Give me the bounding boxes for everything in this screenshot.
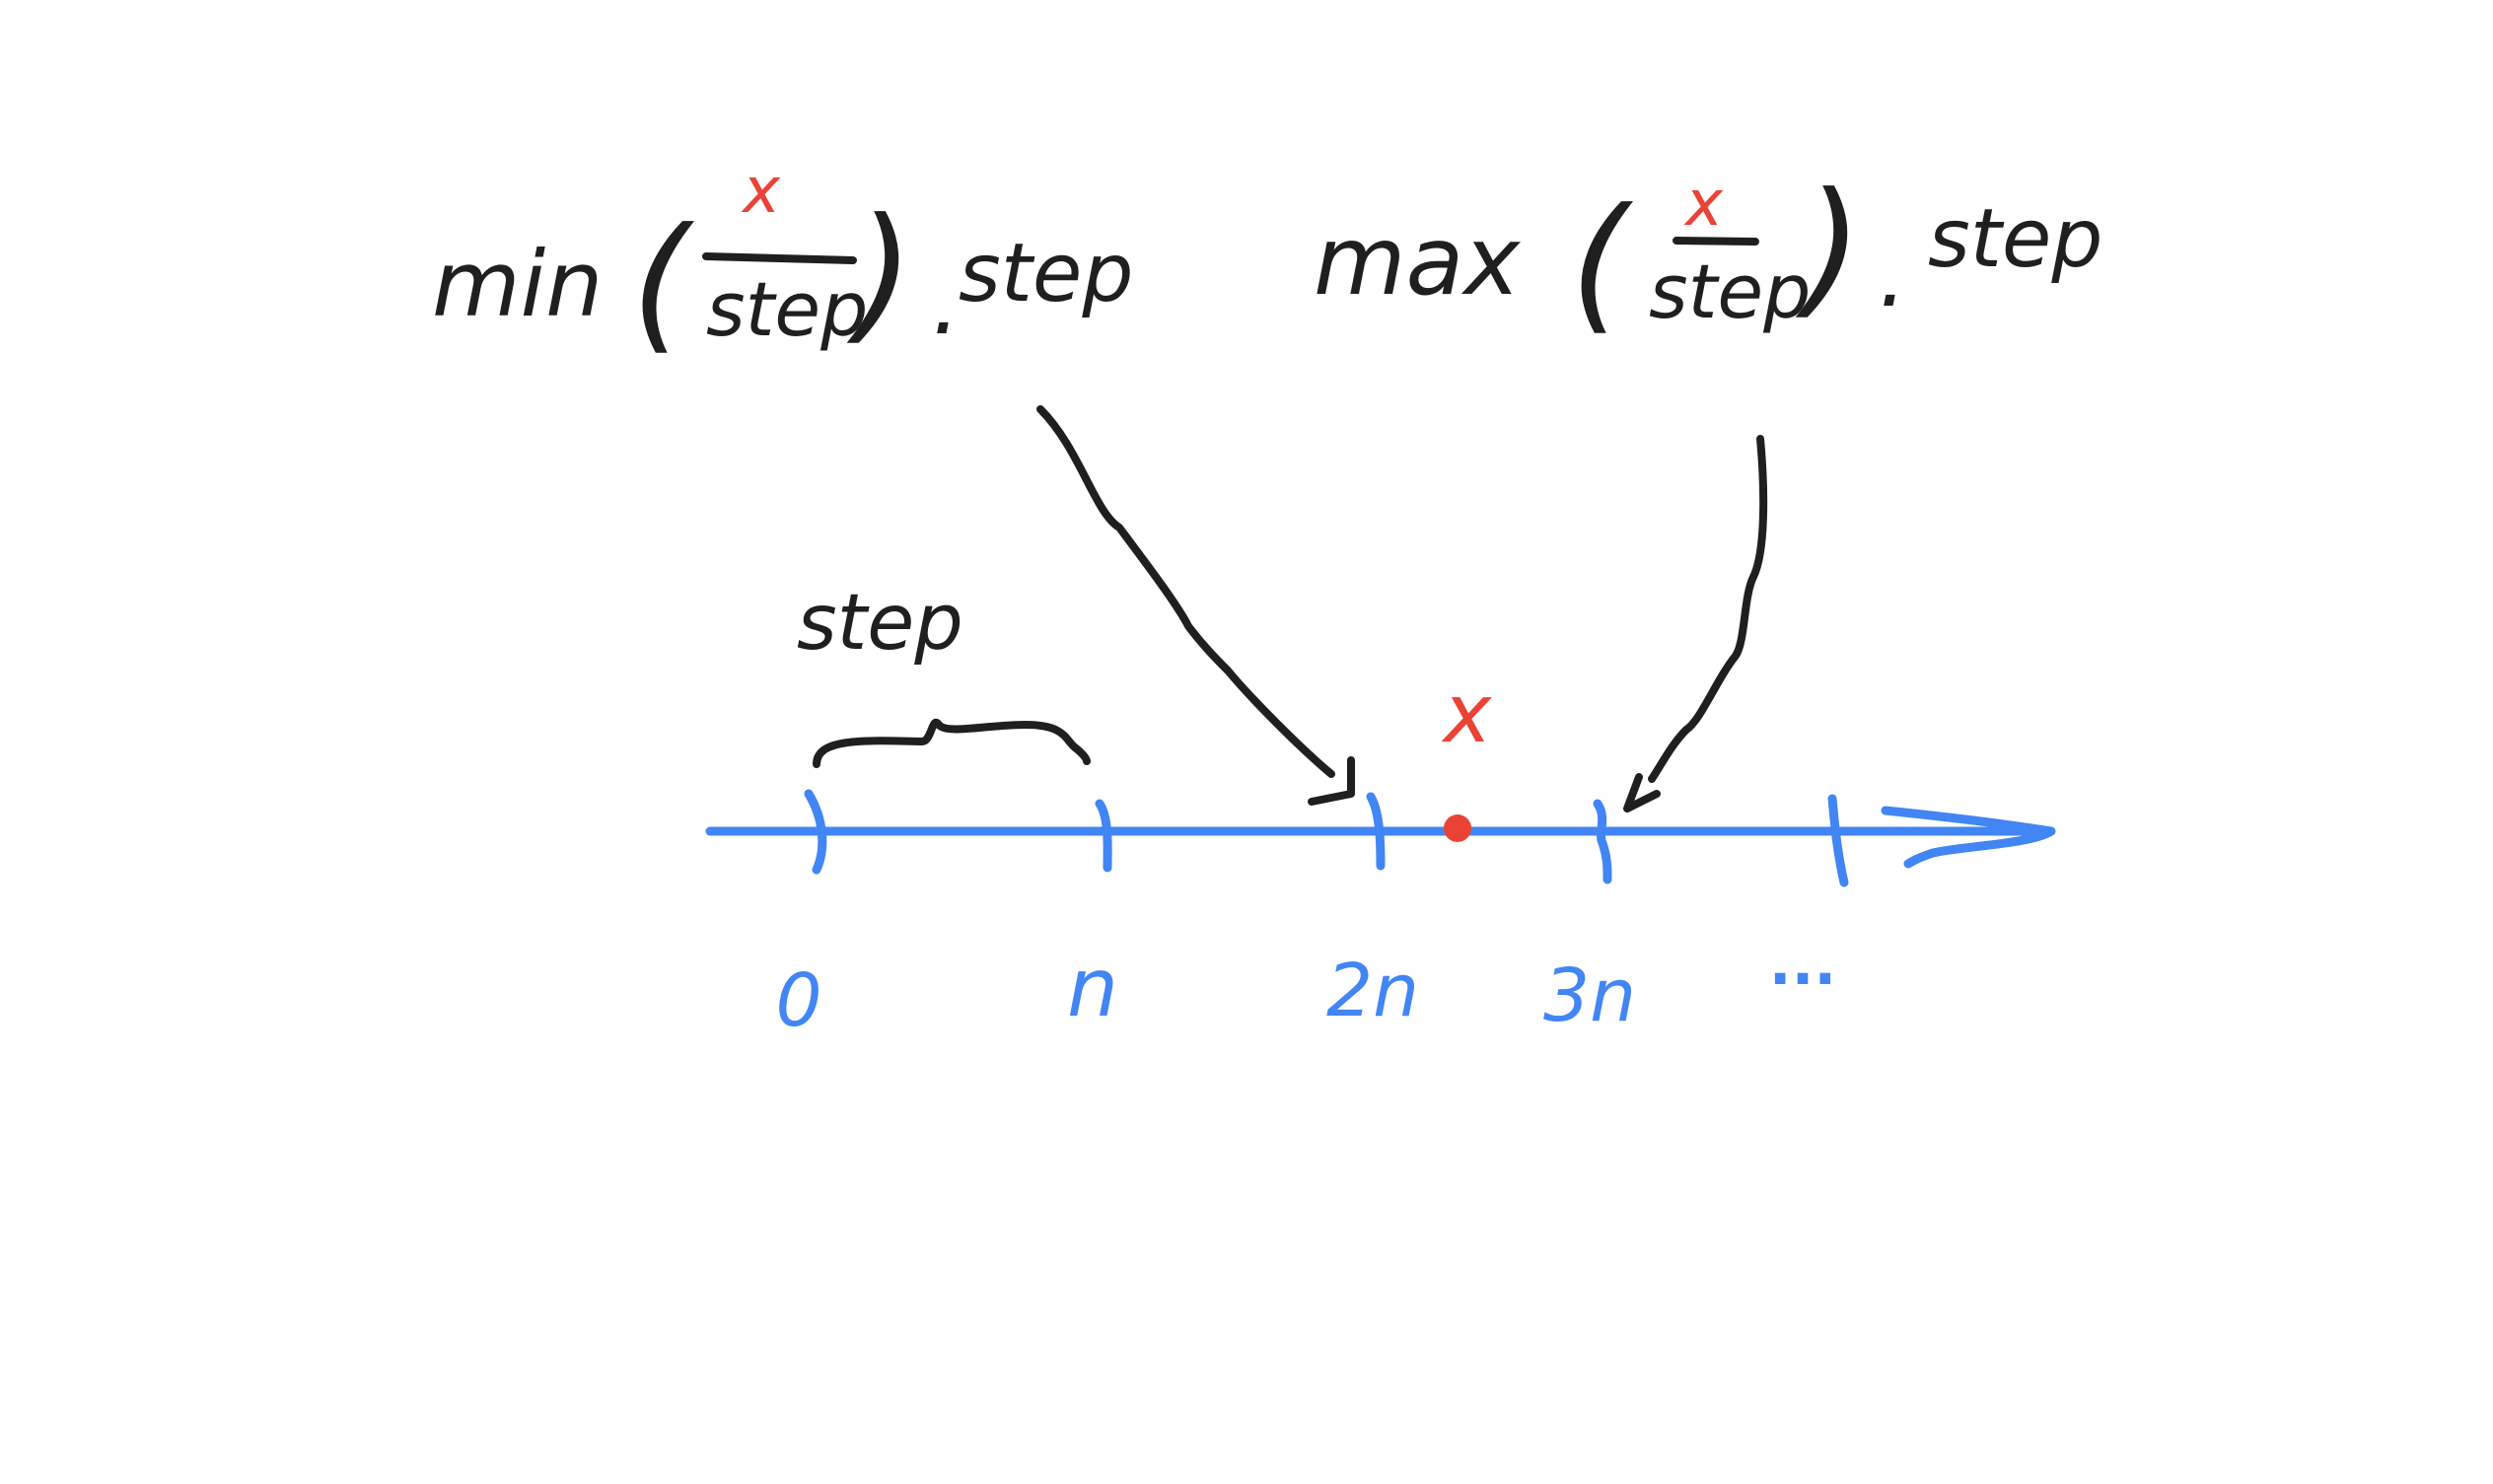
tick-label-ellipsis: ... — [1769, 930, 1836, 999]
formula-left-fraction-bar — [702, 252, 857, 264]
arrow-max-to-ceil — [1623, 435, 1768, 813]
formula-left: min ( x step ) . step — [432, 155, 1133, 369]
formula-right: max ( x step ) . step — [1314, 162, 2102, 349]
arrow-min-head — [1308, 756, 1355, 806]
arrow-min-shaft — [1036, 405, 1335, 778]
step-brace: step — [797, 579, 1091, 768]
tick-label-n: n — [1067, 942, 1118, 1035]
formula-right-denominator: step — [1649, 247, 1811, 335]
formula-left-dot: . — [932, 251, 961, 355]
formula-left-multiplier: step — [959, 227, 1133, 320]
formula-right-numerator: x — [1683, 168, 1724, 241]
formula-left-func: min — [432, 232, 604, 337]
formula-right-fraction-bar — [1673, 237, 1759, 246]
formula-left-close-paren: ) — [846, 187, 914, 359]
arrow-max-shaft — [1648, 435, 1768, 783]
formula-right-close-paren: ) — [1795, 162, 1863, 333]
formula-right-func: max — [1314, 206, 1521, 317]
tick-4n — [1827, 794, 1849, 887]
formula-left-denominator: step — [706, 265, 868, 353]
number-line-arrowhead — [1881, 806, 2056, 869]
step-brace-label: step — [797, 579, 963, 668]
tick-label-0: 0 — [775, 958, 821, 1043]
arrow-min-to-floor — [1036, 405, 1355, 806]
tick-label-2n: 2n — [1326, 949, 1419, 1033]
tick-2n — [1366, 792, 1386, 871]
point-x-label: x — [1441, 668, 1493, 761]
number-line-ticks — [804, 789, 1849, 887]
tick-0 — [804, 789, 827, 875]
tick-n — [1095, 799, 1112, 873]
number-line: 0 n 2n 3n ... x — [705, 668, 2056, 1043]
point-x-marker: x — [1441, 668, 1493, 842]
formula-right-open-paren: ( — [1570, 177, 1634, 349]
step-brace-curve — [813, 718, 1091, 768]
tick-label-3n: 3n — [1543, 954, 1636, 1038]
point-x-dot — [1444, 814, 1471, 842]
tick-3n — [1593, 799, 1612, 884]
formula-left-numerator: x — [741, 155, 781, 228]
formula-right-multiplier: step — [1928, 192, 2102, 286]
formula-right-dot: . — [1879, 224, 1907, 327]
number-line-tick-labels: 0 n 2n 3n ... — [775, 930, 1836, 1043]
arrow-max-head — [1623, 773, 1661, 813]
formula-left-open-paren: ( — [631, 197, 695, 369]
